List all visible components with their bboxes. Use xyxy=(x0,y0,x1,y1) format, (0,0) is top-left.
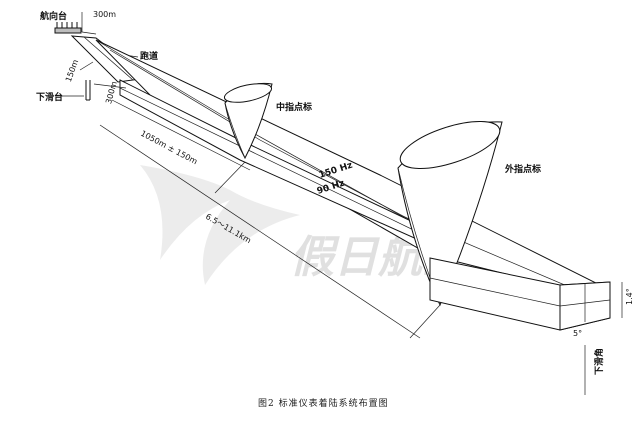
figure-caption: 图2 标准仪表着陆系统布置图 xyxy=(258,397,389,409)
dim-150-label: 150m xyxy=(64,58,80,83)
glide-slope-antenna-icon xyxy=(85,80,91,101)
angle-5-label: 5° xyxy=(573,329,582,338)
dimension-lines xyxy=(99,99,441,339)
outer-marker-label: 外指点标 xyxy=(504,163,541,175)
beam-end-block xyxy=(429,257,611,331)
runway-label: 跑道 xyxy=(140,50,158,62)
watermark-logo xyxy=(140,165,300,285)
dim-300-left-label: 300m xyxy=(104,80,119,105)
dim-300-top-label: 300m xyxy=(93,10,116,19)
angle-14-label: 1.4° xyxy=(625,288,634,305)
glide-angle-label: 下滑角 xyxy=(593,348,605,375)
localizer-label: 航向台 xyxy=(40,10,67,22)
middle-marker-cone xyxy=(223,82,273,160)
localizer-antenna-icon xyxy=(54,22,82,34)
middle-marker-label: 中指点标 xyxy=(276,101,312,113)
outer-marker-cone xyxy=(397,121,503,307)
dist-1050-label: 1050m ± 150m xyxy=(139,129,199,167)
glide-slope-label: 下滑台 xyxy=(36,91,63,103)
